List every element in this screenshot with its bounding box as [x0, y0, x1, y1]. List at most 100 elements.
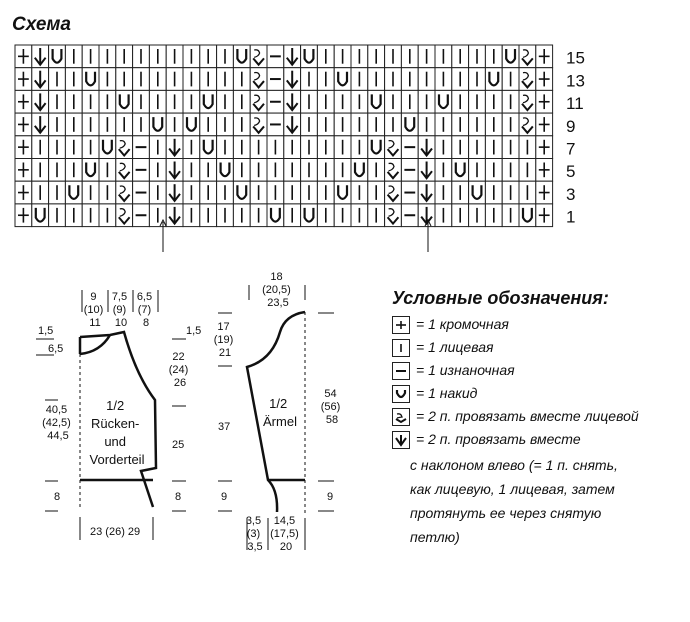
- chart-cell: [266, 203, 285, 228]
- chart-cell: [350, 112, 369, 137]
- chart-cell: [14, 180, 33, 205]
- chart-cell: [182, 135, 201, 160]
- plus-box-icon: [392, 316, 410, 334]
- chart-cell: [148, 44, 167, 69]
- k2tog-right-icon: [392, 408, 410, 426]
- chart-cell: [400, 180, 419, 205]
- chart-cell: [132, 180, 150, 205]
- legend-item: = 1 накид: [392, 384, 682, 407]
- chart-cell: [182, 203, 201, 228]
- chart-cell: [367, 112, 386, 137]
- dim-bottom-width: 23 (26) 29: [90, 526, 140, 538]
- chart-cell: [249, 89, 268, 114]
- chart-cell: [31, 203, 50, 228]
- chart-cell: [249, 203, 268, 228]
- chart-row: [14, 112, 554, 137]
- row-number: 7: [566, 140, 575, 159]
- chart-cell: [300, 180, 318, 205]
- chart-cell: [31, 180, 50, 205]
- chart-cell: [501, 158, 520, 182]
- k2tog-left-icon: [392, 431, 410, 449]
- chart-row: [14, 135, 554, 160]
- chart-cell: [232, 67, 251, 91]
- chart-cell: [81, 89, 100, 114]
- chart-cell: [283, 67, 302, 91]
- chart-cell: [316, 135, 335, 160]
- chart-cell: [400, 158, 419, 182]
- dim-right-armhole: 22 (24) 26: [169, 351, 192, 389]
- chart-cell: [182, 44, 201, 69]
- chart-cell: [115, 67, 134, 91]
- legend-title: Условные обозначения:: [392, 288, 609, 308]
- chart-cell: [501, 67, 520, 91]
- chart-cell: [333, 203, 352, 228]
- chart-cell: [98, 158, 117, 182]
- dim-left-bottom: 8: [54, 491, 60, 503]
- chart-cell: [216, 89, 234, 114]
- chart-cell: [31, 112, 50, 137]
- chart-cell: [484, 44, 503, 69]
- chart-cell: [14, 203, 33, 228]
- chart-cell: [300, 67, 318, 91]
- chart-cell: [31, 44, 50, 69]
- chart-cell: [518, 44, 537, 69]
- chart-cell: [182, 67, 201, 91]
- chart-cell: [333, 180, 352, 205]
- chart-row: [14, 89, 554, 114]
- chart-cell: [333, 67, 352, 91]
- chart-cell: [417, 44, 436, 69]
- chart-cell: [165, 44, 184, 69]
- chart-cell: [81, 67, 100, 91]
- chart-cell: [199, 135, 218, 160]
- chart-cell: [316, 67, 335, 91]
- chart-cell: [518, 67, 537, 91]
- chart-cell: [115, 135, 134, 160]
- dim-sleeve-top-width: 18 (20,5) 23,5: [262, 271, 294, 309]
- chart-cell: [148, 89, 167, 114]
- legend-item: = 1 кромочная: [392, 315, 682, 338]
- chart-cell: [350, 67, 369, 91]
- chart-cell: [518, 112, 537, 137]
- legend: Условные обозначения: = 1 кромочная= 1 л…: [392, 288, 682, 549]
- chart-cell: [518, 135, 537, 160]
- chart-cell: [300, 44, 318, 69]
- chart-cell: [98, 180, 117, 205]
- row-number: 15: [566, 49, 585, 68]
- legend-item: = 2 п. провязать вместе лицевой: [392, 407, 682, 430]
- chart-cell: [48, 180, 66, 205]
- dim-top-width-3: 6,5 (7) 8: [137, 291, 155, 329]
- chart-row: [14, 203, 554, 228]
- chart-cell: [367, 158, 386, 182]
- legend-item-text: = 1 изнаночная: [416, 362, 515, 378]
- chart-cell: [400, 44, 419, 69]
- chart-cell: [300, 89, 318, 114]
- u-box-icon: [392, 385, 410, 403]
- chart-cell: [468, 112, 486, 137]
- chart-cell: [417, 89, 436, 114]
- chart-cell: [216, 180, 234, 205]
- chart-cell: [501, 203, 520, 228]
- row-number: 1: [566, 208, 575, 227]
- repeat-marker-arrowhead: [424, 218, 432, 227]
- chart-cell: [501, 180, 520, 205]
- chart-cell: [216, 67, 234, 91]
- chart-cell: [350, 135, 369, 160]
- chart-cell: [165, 135, 184, 160]
- chart-cell: [266, 67, 285, 91]
- chart-cell: [384, 44, 402, 69]
- chart-cell: [165, 180, 184, 205]
- chart-cell: [333, 112, 352, 137]
- chart-cell: [48, 112, 66, 137]
- chart-cell: [98, 135, 117, 160]
- chart-cell: [48, 203, 66, 228]
- chart-cell: [115, 44, 134, 69]
- chart-cell: [384, 89, 402, 114]
- chart-cell: [451, 67, 470, 91]
- chart-cell: [182, 158, 201, 182]
- chart-cell: [48, 44, 66, 69]
- chart-cell: [48, 158, 66, 182]
- chart-cell: [64, 112, 83, 137]
- chart-cell: [132, 67, 150, 91]
- row-number: 9: [566, 117, 575, 136]
- chart-cell: [484, 180, 503, 205]
